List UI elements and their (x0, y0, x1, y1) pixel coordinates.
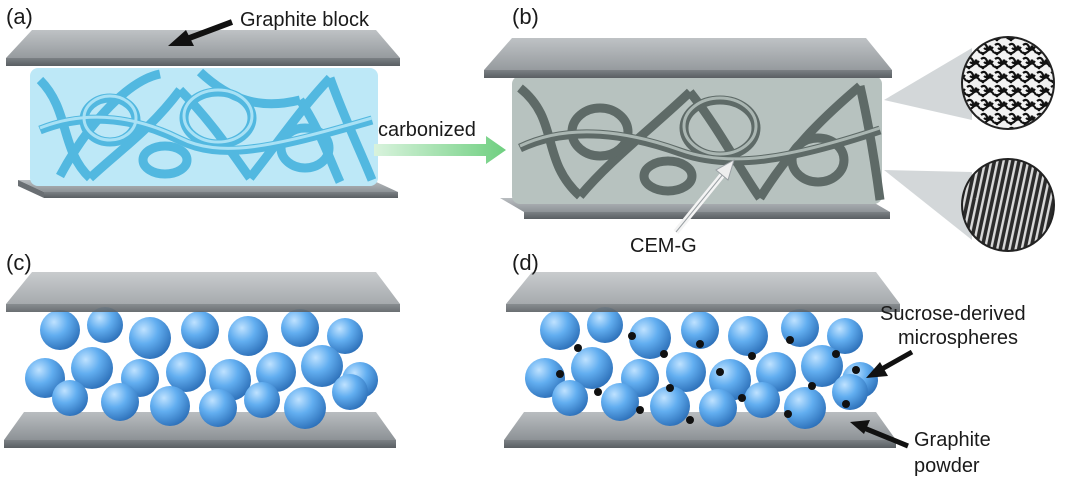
graphite-particle (852, 366, 860, 374)
microsphere (332, 374, 368, 410)
microsphere (52, 380, 88, 416)
panel-b-label: (b) (512, 4, 539, 29)
microsphere (181, 311, 219, 349)
polymer-foam-network (30, 68, 378, 186)
microsphere (101, 383, 139, 421)
graphite-particle (784, 410, 792, 418)
microsphere (587, 307, 623, 343)
carbon-foam-network (512, 76, 885, 204)
microsphere (244, 382, 280, 418)
panel-a-label: (a) (6, 4, 33, 29)
microsphere (525, 358, 565, 398)
panel-d: (d) Sucrose-derived microspheres Graphit… (504, 250, 1026, 477)
graphite-particle (716, 368, 724, 376)
graphite-particle (842, 400, 850, 408)
graphite-particle (666, 384, 674, 392)
microsphere (699, 389, 737, 427)
microsphere (327, 318, 363, 354)
microsphere (629, 317, 671, 359)
microsphere (25, 358, 65, 398)
microsphere (199, 389, 237, 427)
graphite-powder-particles (556, 332, 860, 424)
graphite-particle (786, 336, 794, 344)
microsphere (827, 318, 863, 354)
cem-g-label: CEM-G (630, 235, 697, 257)
panel-d-label: (d) (512, 250, 539, 275)
top-graphite-plate (506, 272, 900, 312)
graphite-particle (628, 332, 636, 340)
microsphere (87, 307, 123, 343)
graphite-lattice-inset (961, 158, 1055, 252)
graphite-particle (686, 416, 694, 424)
microspheres-arrow (866, 349, 914, 378)
microsphere (571, 347, 613, 389)
microsphere (150, 386, 190, 426)
carbonization-arrow: carbonized (374, 119, 506, 164)
microspheres-label-line2: microspheres (898, 327, 1018, 349)
bottom-graphite-plate (504, 412, 896, 448)
graphite-particle (748, 352, 756, 360)
microsphere (832, 374, 868, 410)
graphite-powder-label-line2: powder (914, 455, 980, 477)
zoom-cones (884, 48, 972, 240)
microsphere (650, 386, 690, 426)
panel-a: (a) Graphite block (6, 4, 400, 198)
graphite-particle (556, 370, 564, 378)
top-graphite-plate (484, 38, 892, 78)
graphite-particle (574, 344, 582, 352)
microsphere (166, 352, 206, 392)
graphite-particle (696, 340, 704, 348)
microsphere (756, 352, 796, 392)
microsphere (540, 310, 580, 350)
microsphere (666, 352, 706, 392)
microsphere (281, 309, 319, 347)
microsphere (129, 317, 171, 359)
microsphere (228, 316, 268, 356)
microsphere (744, 382, 780, 418)
graphite-block-label: Graphite block (240, 9, 370, 31)
microsphere (284, 387, 326, 429)
graphite-particle (660, 350, 668, 358)
panel-c: (c) (4, 250, 400, 448)
microsphere (681, 311, 719, 349)
microsphere-packing (525, 307, 878, 429)
microsphere (784, 387, 826, 429)
microsphere (301, 345, 343, 387)
graphite-powder-label-line1: Graphite (914, 429, 991, 451)
porous-carbon-inset (961, 36, 1055, 130)
graphite-particle (832, 350, 840, 358)
graphite-particle (738, 394, 746, 402)
bottom-graphite-plate (4, 412, 396, 448)
top-graphite-plate (6, 30, 400, 66)
graphite-particle (808, 382, 816, 390)
microsphere (71, 347, 113, 389)
microsphere (256, 352, 296, 392)
graphite-particle (594, 388, 602, 396)
panel-b: (b) CEM-G (484, 4, 1055, 257)
microsphere (728, 316, 768, 356)
graphite-block-arrow (168, 19, 234, 46)
cem-g-arrow (673, 158, 735, 234)
microsphere-packing (25, 307, 378, 429)
top-graphite-plate (6, 272, 400, 312)
microsphere (601, 383, 639, 421)
microsphere (40, 310, 80, 350)
carbonized-label: carbonized (378, 119, 476, 141)
microsphere (552, 380, 588, 416)
microspheres-label-line1: Sucrose-derived (880, 303, 1026, 325)
graphite-powder-arrow (850, 420, 909, 449)
panel-c-label: (c) (6, 250, 32, 275)
graphite-particle (636, 406, 644, 414)
